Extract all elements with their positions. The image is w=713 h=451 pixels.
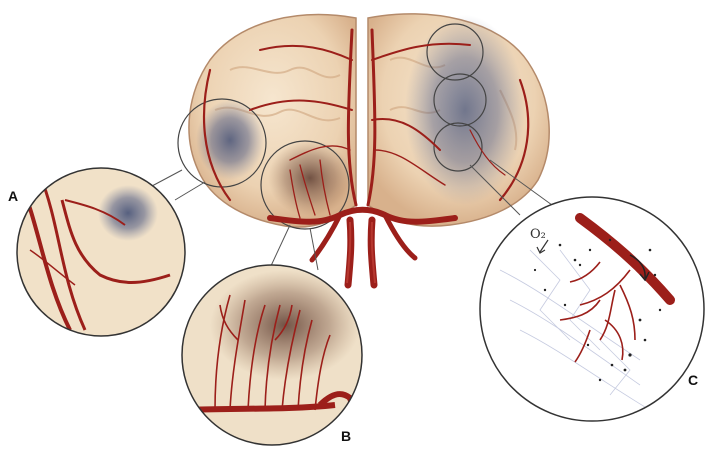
panel-label-b: B bbox=[341, 428, 351, 444]
brain-main bbox=[178, 14, 549, 285]
oxygen-label: O₂ bbox=[530, 227, 546, 242]
panel-label-a: A bbox=[8, 188, 18, 204]
panel-label-c: C bbox=[688, 372, 698, 388]
inset-c: O₂ C bbox=[480, 197, 704, 421]
inset-b: B bbox=[182, 265, 362, 445]
inset-a: A bbox=[8, 168, 185, 336]
